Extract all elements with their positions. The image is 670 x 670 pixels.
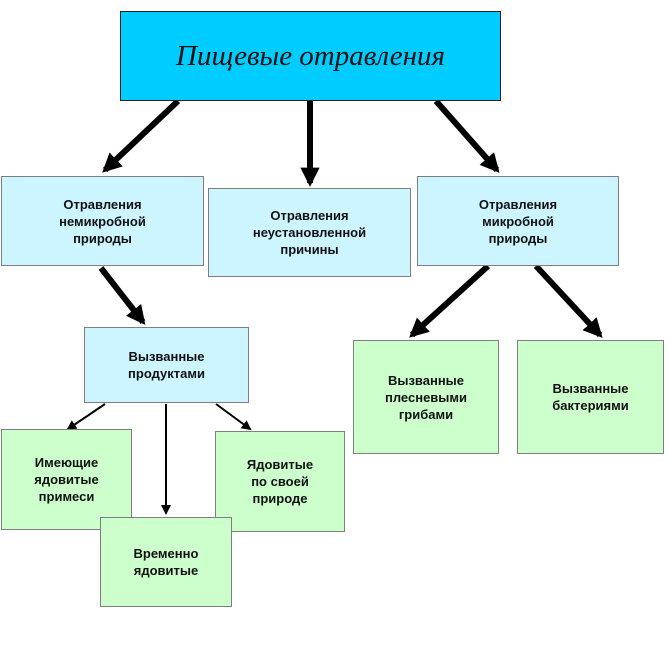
node-nonmicrobial-label: Отравления немикробной природы bbox=[59, 196, 146, 246]
node-impurities-label: Имеющие ядовитые примеси bbox=[34, 455, 99, 504]
node-products: Вызванные продуктами bbox=[84, 327, 249, 403]
arrow-products-to-impurities bbox=[66, 403, 106, 431]
node-mold-label: Вызванные плесневыми грибами bbox=[384, 372, 467, 422]
node-temporary-label: Временно ядовитые bbox=[133, 546, 199, 578]
diagram-title-text: Пищевые отравления bbox=[176, 39, 445, 72]
node-natural: Ядовитые по своей природе bbox=[215, 431, 345, 532]
arrow-title-to-nonmicrobial bbox=[102, 98, 181, 173]
node-unknown-label: Отравления неустановленной причины bbox=[252, 208, 367, 257]
arrow-title-to-microbial bbox=[433, 99, 500, 173]
node-microbial-label: Отравления микробной природы bbox=[478, 196, 558, 246]
node-nonmicrobial: Отравления немикробной природы bbox=[1, 176, 204, 266]
node-impurities: Имеющие ядовитые примеси bbox=[1, 429, 132, 530]
node-unknown: Отравления неустановленной причины bbox=[208, 188, 411, 277]
node-products-label: Вызванные продуктами bbox=[128, 349, 205, 381]
arrow-microbial-to-mold bbox=[409, 263, 491, 338]
node-bacteria: Вызванные бактериями bbox=[517, 340, 664, 454]
arrow-microbial-to-bacteria bbox=[533, 263, 603, 338]
node-temporary: Временно ядовитые bbox=[100, 517, 232, 607]
arrow-products-to-natural bbox=[215, 403, 252, 431]
node-bacteria-label: Вызванные бактериями bbox=[552, 381, 629, 413]
arrow-nonmicrobial-to-products bbox=[98, 266, 146, 326]
diagram-title: Пищевые отравления bbox=[120, 11, 501, 101]
node-microbial: Отравления микробной природы bbox=[417, 176, 619, 266]
node-natural-label: Ядовитые по своей природе bbox=[246, 457, 314, 506]
node-mold: Вызванные плесневыми грибами bbox=[353, 340, 499, 454]
